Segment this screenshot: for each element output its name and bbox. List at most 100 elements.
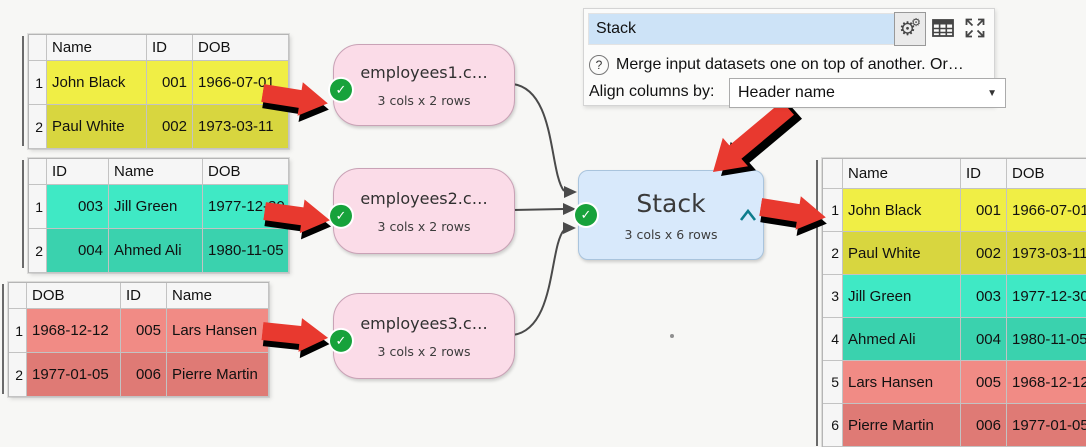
node-size: 3 cols x 2 rows bbox=[377, 343, 471, 359]
row-number[interactable]: 2 bbox=[29, 229, 47, 273]
node-employees1[interactable]: ✓ employees1.c… 3 cols x 2 rows bbox=[330, 44, 515, 126]
table-cell[interactable]: Ahmed Ali bbox=[843, 318, 961, 361]
table-cell[interactable]: 004 bbox=[961, 318, 1007, 361]
torn-edge bbox=[22, 36, 24, 146]
table-cell[interactable]: 1968-12-12 bbox=[27, 309, 121, 353]
row-number[interactable]: 1 bbox=[9, 309, 27, 353]
column-header[interactable]: Name bbox=[47, 35, 147, 61]
row-number[interactable]: 2 bbox=[823, 232, 843, 275]
table-cell[interactable]: 004 bbox=[47, 229, 109, 273]
torn-edge bbox=[816, 160, 818, 446]
table-cell[interactable]: Pierre Martin bbox=[843, 404, 961, 447]
column-header[interactable]: DOB bbox=[203, 159, 289, 185]
annotation-arrow-input1 bbox=[261, 82, 329, 123]
table-cell[interactable]: John Black bbox=[47, 61, 147, 105]
table-cell[interactable]: Paul White bbox=[843, 232, 961, 275]
column-header[interactable]: DOB bbox=[1007, 159, 1086, 189]
dropdown-value: Header name bbox=[738, 84, 835, 101]
row-number[interactable]: 5 bbox=[823, 361, 843, 404]
corner-cell[interactable] bbox=[823, 159, 843, 189]
column-header[interactable]: DOB bbox=[27, 283, 121, 309]
settings-gears-icon[interactable]: ⚙ ⚙ bbox=[894, 12, 926, 46]
table-cell[interactable]: 005 bbox=[121, 309, 167, 353]
check-ok-icon: ✓ bbox=[330, 204, 352, 227]
table-cell[interactable]: Lars Hansen bbox=[167, 309, 269, 353]
gear-icon: ⚙ bbox=[899, 18, 917, 40]
check-ok-icon: ✓ bbox=[575, 204, 597, 226]
table-cell[interactable]: Paul White bbox=[47, 105, 147, 149]
gear-small-icon: ⚙ bbox=[911, 17, 921, 29]
row-number[interactable]: 2 bbox=[9, 353, 27, 397]
input-table-employees2: ID Name DOB 1 003 Jill Green 1977-12-30 … bbox=[28, 158, 289, 273]
node-employees2[interactable]: ✓ employees2.c… 3 cols x 2 rows bbox=[330, 168, 515, 254]
align-columns-dropdown[interactable]: Header name ▼ bbox=[729, 78, 1006, 108]
transform-properties-panel: Stack ⚙ ⚙ bbox=[583, 8, 1006, 108]
column-header[interactable]: ID bbox=[47, 159, 109, 185]
table-cell[interactable]: 1977-01-05 bbox=[1007, 404, 1086, 447]
transform-name-input[interactable]: Stack bbox=[588, 13, 904, 45]
column-header[interactable]: Name bbox=[109, 159, 203, 185]
input-table-employees3: DOB ID Name 1 1968-12-12 005 Lars Hansen… bbox=[8, 282, 269, 397]
column-header[interactable]: ID bbox=[121, 283, 167, 309]
node-title: employees1.c… bbox=[360, 62, 488, 82]
torn-edge bbox=[2, 284, 4, 394]
node-size: 3 cols x 6 rows bbox=[624, 226, 718, 242]
table-cell[interactable]: 1973-03-11 bbox=[193, 105, 289, 149]
table-view-icon[interactable] bbox=[928, 12, 958, 44]
table-cell[interactable]: 1973-03-11 bbox=[1007, 232, 1086, 275]
table-cell[interactable]: 1966-07-01 bbox=[1007, 189, 1086, 232]
table-cell[interactable]: 001 bbox=[147, 61, 193, 105]
table-cell[interactable]: 1977-01-05 bbox=[27, 353, 121, 397]
table-cell[interactable]: 002 bbox=[961, 232, 1007, 275]
table-cell[interactable]: Jill Green bbox=[843, 275, 961, 318]
node-title: Stack bbox=[636, 188, 706, 218]
column-header[interactable]: ID bbox=[961, 159, 1007, 189]
table-cell[interactable]: 003 bbox=[961, 275, 1007, 318]
corner-cell[interactable] bbox=[9, 283, 27, 309]
row-number[interactable]: 1 bbox=[29, 185, 47, 229]
node-title: employees3.c… bbox=[360, 313, 488, 333]
table-cell[interactable]: 003 bbox=[47, 185, 109, 229]
check-ok-icon: ✓ bbox=[330, 329, 352, 352]
table-cell[interactable]: 1980-11-05 bbox=[203, 229, 289, 273]
column-header[interactable]: ID bbox=[147, 35, 193, 61]
annotation-arrow-input3 bbox=[261, 318, 330, 359]
row-number[interactable]: 6 bbox=[823, 404, 843, 447]
collapse-caret-icon[interactable] bbox=[739, 208, 757, 222]
check-ok-icon: ✓ bbox=[330, 78, 352, 101]
table-cell[interactable]: Pierre Martin bbox=[167, 353, 269, 397]
corner-cell[interactable] bbox=[29, 35, 47, 61]
corner-cell[interactable] bbox=[29, 159, 47, 185]
help-question-icon[interactable]: ? bbox=[589, 55, 609, 75]
transform-description: Merge input datasets one on top of anoth… bbox=[616, 56, 964, 73]
row-number[interactable]: 4 bbox=[823, 318, 843, 361]
torn-edge bbox=[22, 160, 24, 268]
table-cell[interactable]: 006 bbox=[121, 353, 167, 397]
table-cell[interactable]: Jill Green bbox=[109, 185, 203, 229]
node-stack[interactable]: ✓ Stack 3 cols x 6 rows bbox=[575, 170, 764, 260]
row-number[interactable]: 3 bbox=[823, 275, 843, 318]
table-grid-icon bbox=[932, 19, 954, 37]
table-cell[interactable]: John Black bbox=[843, 189, 961, 232]
expand-arrows-icon bbox=[965, 18, 985, 38]
table-cell[interactable]: 006 bbox=[961, 404, 1007, 447]
table-cell[interactable]: 1968-12-12 bbox=[1007, 361, 1086, 404]
table-cell[interactable]: 1977-12-30 bbox=[1007, 275, 1086, 318]
canvas-dot bbox=[670, 334, 674, 338]
table-cell[interactable]: Ahmed Ali bbox=[109, 229, 203, 273]
expand-panel-icon[interactable] bbox=[960, 12, 990, 44]
row-number[interactable]: 1 bbox=[823, 189, 843, 232]
row-number[interactable]: 1 bbox=[29, 61, 47, 105]
row-number[interactable]: 2 bbox=[29, 105, 47, 149]
node-employees3[interactable]: ✓ employees3.c… 3 cols x 2 rows bbox=[330, 293, 515, 379]
table-cell[interactable]: 002 bbox=[147, 105, 193, 149]
table-cell[interactable]: 001 bbox=[961, 189, 1007, 232]
table-cell[interactable]: Lars Hansen bbox=[843, 361, 961, 404]
table-cell[interactable]: 005 bbox=[961, 361, 1007, 404]
column-header[interactable]: DOB bbox=[193, 35, 289, 61]
column-header[interactable]: Name bbox=[843, 159, 961, 189]
table-cell[interactable]: 1980-11-05 bbox=[1007, 318, 1086, 361]
annotation-arrow-output bbox=[759, 196, 827, 237]
column-header[interactable]: Name bbox=[167, 283, 269, 309]
